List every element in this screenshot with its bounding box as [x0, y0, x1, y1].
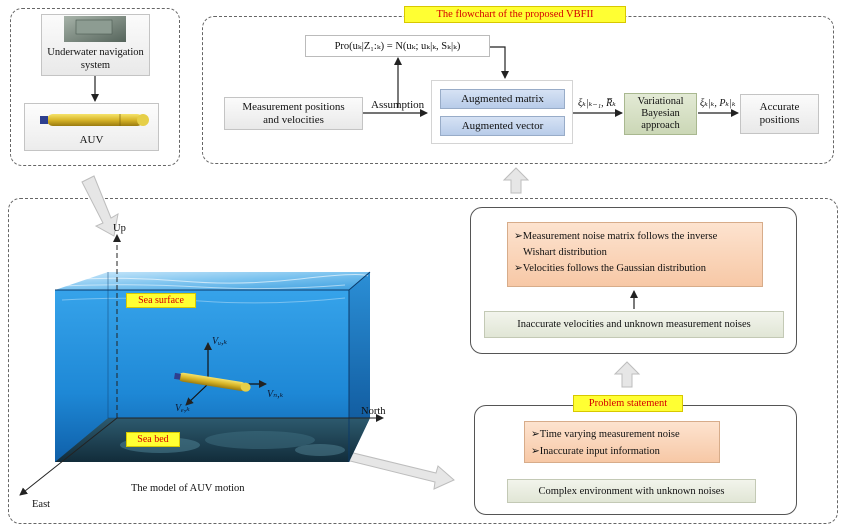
assumption-label: Assumption [371, 99, 425, 111]
vb-label: Variational Bayesian approach [637, 96, 684, 131]
pro-to-augmented-arrow [490, 46, 509, 79]
measurement-box: Measurement positions and velocities [224, 97, 363, 130]
flowchart-title: The flowchart of the proposed VBFII [404, 6, 626, 23]
inaccurate-label: Inaccurate velocities and unknown measur… [517, 319, 751, 330]
system-panel [10, 8, 180, 166]
pro-formula-box: Pro(uₖ|Z₁:ₖ) = N(uₖ; uₖ|ₖ, Sₖ|ₖ) [305, 35, 490, 57]
auv-label: AUV [79, 134, 104, 146]
augmented-vector-box: Augmented vector [440, 116, 565, 136]
v-up-label: Vᵤ,ₖ [212, 336, 228, 347]
vb-box: Variational Bayesian approach [624, 93, 697, 135]
grey-arrow-system-to-model [81, 175, 119, 237]
output-symbols: ξₖ|ₖ, Pₖ|ₖ [700, 98, 736, 109]
grey-arrow-problem-to-assumptions [613, 361, 641, 388]
sea-surface-plane [55, 272, 370, 290]
ocean-cube [55, 271, 371, 462]
pro-formula: Pro(uₖ|Z₁:ₖ) = N(uₖ; uₖ|ₖ, Sₖ|ₖ) [334, 40, 461, 52]
grey-arrow-model-to-problem [337, 449, 455, 490]
auv-box: AUV [24, 103, 159, 151]
augmented-vector-label: Augmented vector [461, 119, 544, 132]
grey-arrow-to-flowchart [502, 167, 530, 194]
problem-items-box: ➢Time varying measurement noise ➢Inaccur… [524, 421, 720, 463]
navigation-system-label: Underwater navigation system [47, 47, 144, 71]
sea-surface-tag: Sea surface [126, 293, 196, 308]
measurement-label: Measurement positions and velocities [242, 100, 345, 126]
auv-in-water [174, 342, 267, 406]
input-symbols: ξₖ|ₖ₋₁, R̅ₖ [578, 98, 616, 109]
navigation-system-box: Underwater navigation system [41, 14, 150, 76]
east-axis-label: East [32, 499, 51, 510]
augmented-matrix-label: Augmented matrix [461, 92, 544, 105]
assumption-item-1: ➢Measurement noise matrix follows the in… [514, 231, 718, 242]
problem-item-2: ➢Inaccurate input information [531, 446, 660, 457]
north-axis-label: North [361, 406, 386, 417]
complex-label: Complex environment with unknown noises [538, 485, 725, 497]
assumption-item-1-cont: Wishart distribution [523, 247, 607, 258]
sea-bed-tag: Sea bed [126, 432, 180, 447]
problem-title: Problem statement [573, 395, 683, 412]
accurate-label: Accurate positions [759, 101, 800, 126]
up-axis-label: Up [113, 223, 126, 234]
accurate-box: Accurate positions [740, 94, 819, 134]
assumptions-box: ➢Measurement noise matrix follows the in… [507, 222, 763, 287]
complex-box: Complex environment with unknown noises [507, 479, 756, 503]
v-east-label: Vₑ,ₖ [175, 403, 190, 414]
east-axis [19, 417, 118, 496]
problem-item-1: ➢Time varying measurement noise [531, 429, 680, 440]
augmented-matrix-box: Augmented matrix [440, 89, 565, 109]
model-panel [8, 198, 838, 524]
v-east-vector [185, 383, 209, 406]
v-north-label: Vₙ,ₖ [267, 389, 284, 400]
motion-caption: The model of AUV motion [131, 483, 245, 494]
assumption-item-2: ➢Velocities follows the Gaussian distrib… [514, 263, 706, 274]
inaccurate-box: Inaccurate velocities and unknown measur… [484, 311, 784, 338]
